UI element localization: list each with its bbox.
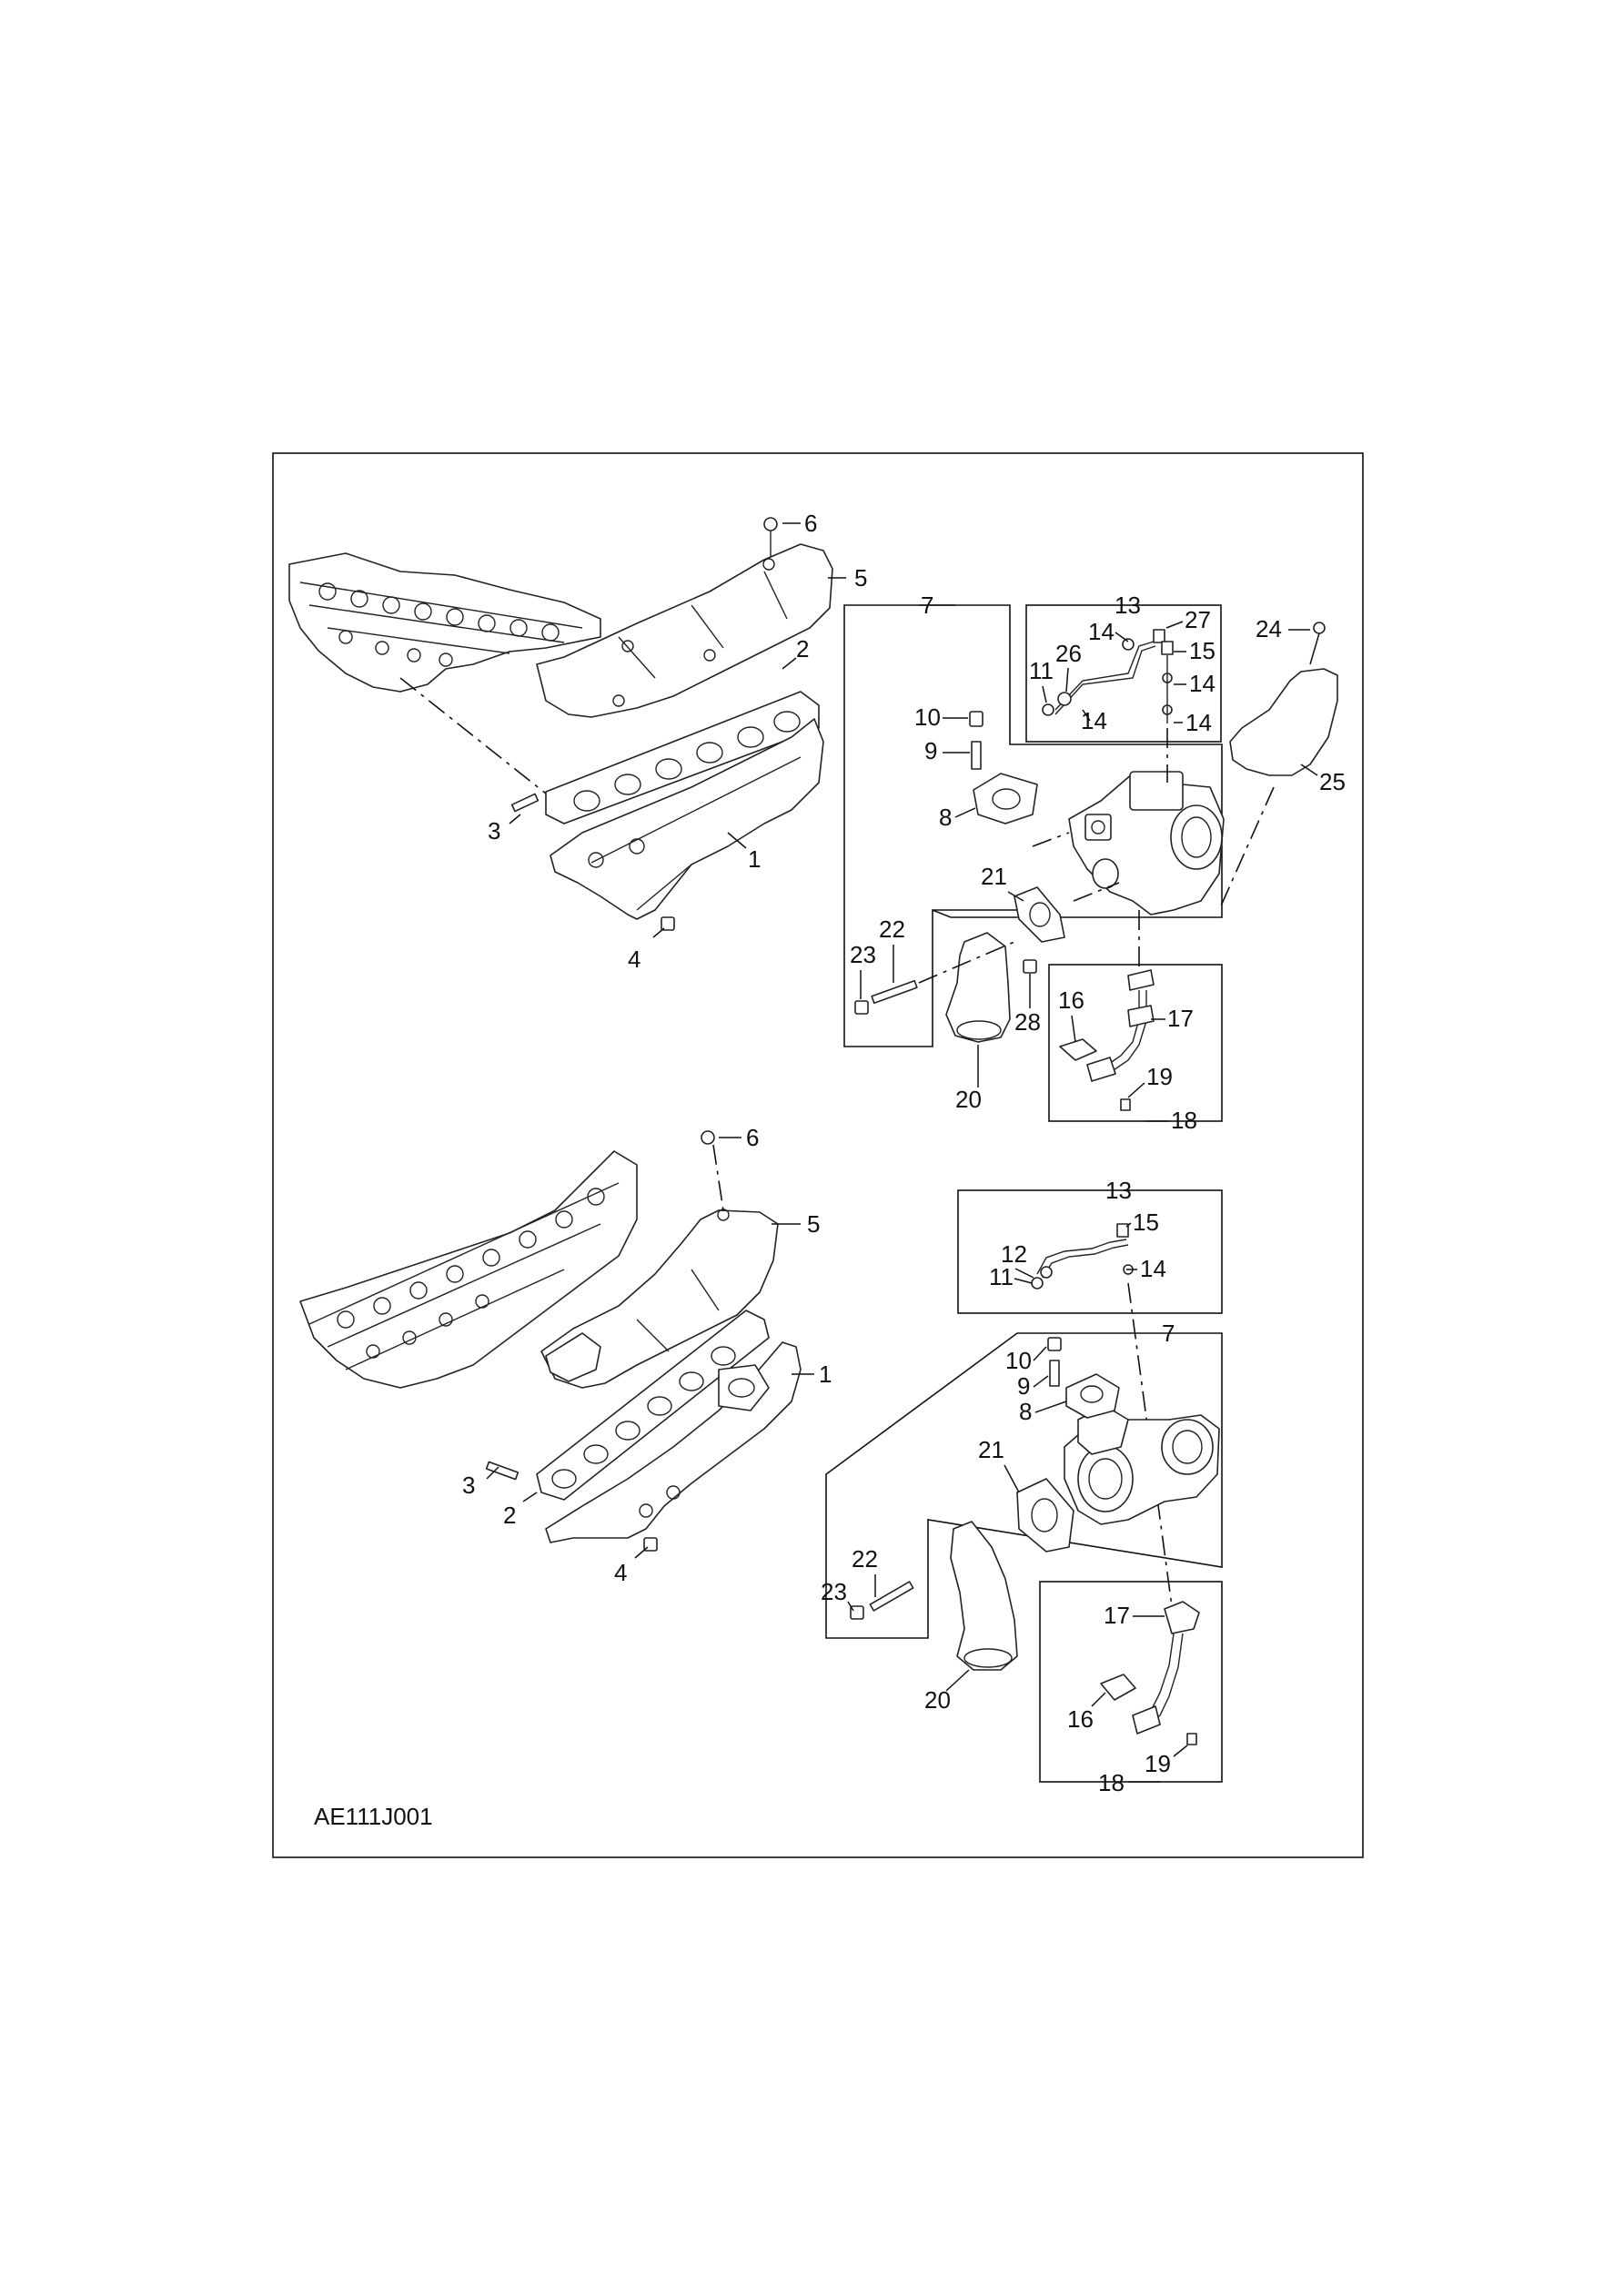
callout-19-upper: 19 <box>1146 1063 1173 1090</box>
gasket-upper <box>545 691 820 824</box>
diagram-frame <box>272 452 1364 1858</box>
callout-15-upper: 15 <box>1189 637 1215 664</box>
callout-28-upper: 28 <box>1014 1008 1041 1036</box>
callout-24-upper: 24 <box>1256 615 1282 642</box>
oil-return-pipe-lower <box>1100 1601 1200 1745</box>
gasket-21-upper <box>1014 886 1065 943</box>
elbow-20-lower <box>950 1521 1018 1671</box>
callout-17-upper: 17 <box>1167 1005 1194 1032</box>
callout-23-lower: 23 <box>821 1578 847 1605</box>
callout-14b-upper: 14 <box>1189 670 1215 697</box>
callout-25-upper: 25 <box>1319 768 1346 795</box>
exhaust-manifold-upper <box>550 718 824 920</box>
callout-18-lower: 18 <box>1098 1769 1125 1796</box>
oil-feed-pipe-lower <box>1031 1223 1134 1290</box>
bolt-6-upper <box>763 517 778 531</box>
gasket-8-lower <box>1065 1373 1120 1419</box>
stud-3-upper <box>510 793 540 813</box>
callout-5-lower: 5 <box>807 1210 820 1238</box>
callout-8-lower: 8 <box>1019 1398 1032 1425</box>
callout-22-lower: 22 <box>852 1545 878 1573</box>
callout-9-upper: 9 <box>924 737 937 764</box>
callout-7-upper: 7 <box>921 592 933 619</box>
callout-14d-upper: 14 <box>1185 709 1212 736</box>
callout-12-lower: 12 <box>1001 1240 1027 1268</box>
exhaust-manifold-lower <box>545 1341 802 1543</box>
gasket-21-lower <box>1016 1478 1074 1553</box>
callout-3-lower: 3 <box>462 1472 475 1499</box>
callout-14a-upper: 14 <box>1088 618 1115 645</box>
upper-assembly: 6 5 2 1 3 4 7 13 14 2 <box>288 510 1346 1134</box>
callout-21-lower: 21 <box>978 1436 1004 1463</box>
callout-26-upper: 26 <box>1055 640 1082 667</box>
callout-2-lower: 2 <box>503 1502 516 1529</box>
turbocharger-lower <box>1064 1405 1220 1525</box>
callout-17-lower: 17 <box>1104 1602 1130 1629</box>
nut-28-upper <box>1023 959 1037 974</box>
callout-16-lower: 16 <box>1067 1705 1094 1733</box>
callout-9-lower: 9 <box>1017 1372 1030 1400</box>
callout-14-lower: 14 <box>1140 1255 1166 1282</box>
callout-3-upper: 3 <box>488 817 500 845</box>
callout-20-upper: 20 <box>955 1086 982 1113</box>
callout-1-lower: 1 <box>819 1360 832 1388</box>
callout-13-upper: 13 <box>1115 592 1141 619</box>
heat-shield-lower <box>540 1209 779 1389</box>
cylinder-head-lower <box>299 1150 638 1389</box>
nut-23-upper <box>854 1000 869 1015</box>
callout-14c-upper: 14 <box>1081 707 1107 734</box>
callout-13-lower: 13 <box>1105 1177 1132 1204</box>
callout-23-upper: 23 <box>850 941 876 968</box>
cylinder-head-upper <box>288 552 601 693</box>
callout-11-lower: 11 <box>989 1263 1014 1290</box>
stud-9-upper <box>971 741 982 770</box>
callout-18-upper: 18 <box>1171 1107 1197 1134</box>
callout-16-upper: 16 <box>1058 986 1084 1014</box>
stud-3-lower <box>485 1461 519 1481</box>
oil-return-pipe-upper <box>1059 969 1155 1111</box>
callout-4-lower: 4 <box>614 1559 627 1586</box>
lower-assembly: 6 5 1 3 2 4 13 15 12 11 14 7 <box>299 1124 1223 1796</box>
turbo-heat-shield-upper <box>1229 668 1338 776</box>
stud-9-lower <box>1049 1360 1060 1387</box>
callout-22-upper: 22 <box>879 915 905 943</box>
drawing-code: AE111J001 <box>314 1803 433 1830</box>
callout-6-upper: 6 <box>804 510 817 537</box>
callout-7-lower: 7 <box>1162 1320 1175 1347</box>
callout-4-upper: 4 <box>628 946 641 973</box>
callout-27-upper: 27 <box>1185 606 1211 633</box>
callout-15-lower: 15 <box>1133 1209 1159 1236</box>
callout-6-lower: 6 <box>746 1124 759 1151</box>
gasket-lower <box>536 1310 770 1501</box>
stud-22-upper <box>871 979 918 1005</box>
oil-feed-pipe-upper <box>1042 629 1174 723</box>
nut-10-lower <box>1047 1337 1062 1351</box>
heat-shield-upper <box>536 543 833 718</box>
callout-21-upper: 21 <box>981 863 1007 890</box>
nut-4-upper <box>661 916 675 931</box>
gasket-8-upper <box>973 773 1038 824</box>
callout-1-upper: 1 <box>748 845 761 873</box>
callout-11-upper: 11 <box>1029 657 1054 684</box>
bolt-6-lower <box>701 1130 715 1145</box>
callout-10-upper: 10 <box>914 703 941 731</box>
callout-8-upper: 8 <box>939 804 952 831</box>
turbocharger-upper <box>1068 771 1225 915</box>
nut-23-lower <box>850 1605 864 1620</box>
callout-19-lower: 19 <box>1145 1750 1171 1777</box>
callout-2-upper: 2 <box>796 635 809 663</box>
nut-10-upper <box>969 711 983 727</box>
stud-22-lower <box>869 1581 914 1612</box>
elbow-20-upper <box>945 932 1011 1043</box>
callout-5-upper: 5 <box>854 564 867 592</box>
callout-10-lower: 10 <box>1005 1347 1032 1374</box>
